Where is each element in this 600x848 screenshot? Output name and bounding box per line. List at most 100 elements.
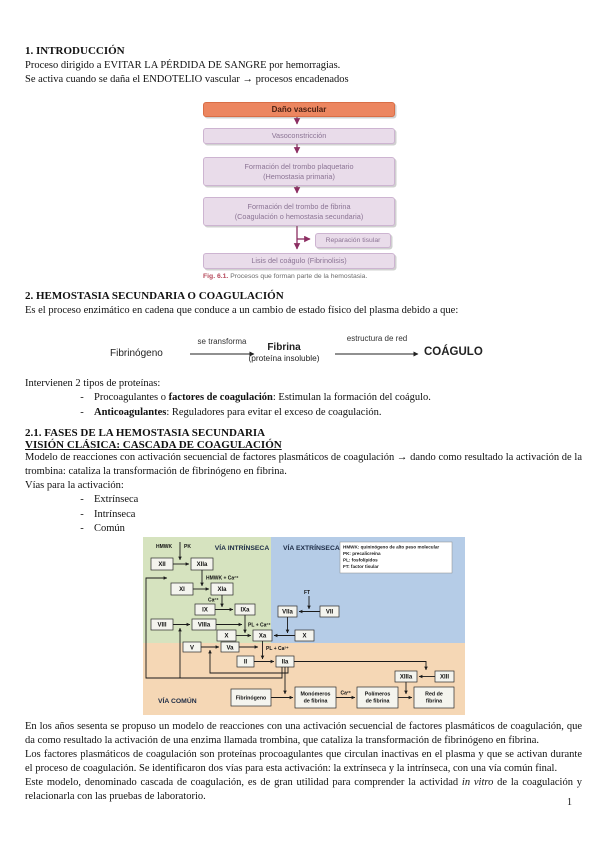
legend-line: PK: precalicreína (343, 551, 381, 556)
svg-text:VIIa: VIIa (282, 610, 293, 616)
sec21-heading: 2.1. FASES DE LA HEMOSTASIA SECUNDARIA (25, 427, 266, 439)
proteins-item-1: Procoagulantes o factores de coagulación… (94, 392, 431, 403)
page-number: 1 (567, 797, 572, 808)
factor-box-ii: II (236, 655, 255, 668)
flow-box-vasoconstriccion: Vasoconstricción (203, 128, 395, 144)
transform-mid: Fibrina (267, 342, 301, 353)
list-item: - Intrínseca (25, 508, 582, 523)
svg-text:IX: IX (202, 608, 208, 614)
intro-line-2: Se activa cuando se daña el ENDOTELIO va… (25, 74, 349, 85)
flowchart-arrow-lines (293, 116, 311, 250)
list-item: - Común (25, 522, 582, 537)
svg-text:fibrina: fibrina (426, 699, 442, 705)
section-hemostasia-secundaria: 2. HEMOSTASIA SECUNDARIA O COAGULACIÓN E… (25, 290, 582, 318)
svg-text:IIa: IIa (282, 660, 289, 666)
bullet-dash: - (80, 508, 84, 520)
svg-text:VIII: VIII (157, 623, 166, 629)
factor-box-x-extrinsic: X (294, 629, 315, 642)
transform-end: COÁGULO (424, 346, 483, 358)
proteins-item-2: Anticoagulantes: Reguladores para evitar… (94, 406, 382, 418)
outro-paragraph-3: Este modelo, denominado cascada de coagu… (25, 777, 583, 802)
section-intro: 1. INTRODUCCIÓN Proceso dirigido a EVITA… (25, 45, 582, 87)
factor-box-va: Va (220, 641, 240, 653)
factor-box-viiia: VIIIa (191, 618, 217, 631)
legend-line: PL: fosfolípidos (343, 558, 378, 563)
flow-box-label: Formación del trombo plaquetario (244, 162, 354, 171)
flow-box-label: (Hemostasia primaria) (263, 171, 335, 181)
svg-text:XI: XI (179, 587, 185, 593)
sec21-body: Modelo de reacciones con activación secu… (25, 452, 582, 477)
factor-box-xiia: XIIa (190, 557, 214, 571)
svg-text:Xa: Xa (259, 634, 267, 640)
factor-box-ixa: IXa (234, 603, 256, 616)
factor-box-xiiia: XIIIa (394, 670, 418, 683)
factor-box-x-intrinsic: X (216, 629, 237, 642)
svg-text:XIa: XIa (217, 587, 227, 593)
svg-text:XII: XII (158, 562, 166, 568)
flow-box-dano-vascular: Daño vascular (203, 102, 395, 117)
section-fases: 2.1. FASES DE LA HEMOSTASIA SECUNDARIA V… (25, 427, 582, 537)
legend-line: FT: factor tisular (343, 564, 379, 569)
pk-label: PK (184, 544, 191, 550)
flow-box-label: Lisis del coágulo (Fibrinolisis) (251, 256, 347, 266)
fig-6-1-flowchart: Daño vascular Vasoconstricción Formación… (203, 100, 395, 290)
factor-box-xia: XIa (210, 582, 234, 596)
sec2-heading: 2. HEMOSTASIA SECUNDARIA O COAGULACIÓN (25, 290, 284, 302)
factor-box-viii: VIII (150, 618, 174, 631)
flow-box-trombo-plaquetario: Formación del trombo plaquetario (Hemost… (203, 157, 395, 186)
cascade-arrows (145, 542, 435, 700)
flow-box-trombo-fibrina: Formación del trombo de fibrina (Coagula… (203, 197, 395, 226)
sec21-subheading: VISIÓN CLÁSICA: CASCADA DE COAGULACIÓN (25, 439, 282, 451)
svg-text:Polímeros: Polímeros (365, 692, 391, 698)
proteins-intro: Intervienen 2 tipos de proteínas: (25, 378, 161, 389)
via-comun: Común (94, 523, 125, 535)
via-extrinseca: Extrínseca (94, 494, 139, 505)
flow-box-lisis-coagulo: Lisis del coágulo (Fibrinolisis) (203, 253, 395, 269)
svg-text:V: V (190, 645, 194, 651)
fig-caption-text: Procesos que forman parte de la hemostas… (228, 273, 368, 280)
factor-box-viia: VIIa (277, 605, 298, 618)
factor-box-xa: Xa (252, 629, 273, 642)
list-item: - Extrínseca (25, 493, 582, 508)
flowchart-arrows (293, 116, 311, 250)
bullet-dash: - (80, 392, 84, 403)
bullet-dash: - (80, 406, 84, 418)
cascade-legend: HMWK: quininógeno de alto peso molecular… (339, 541, 453, 574)
coagulation-cascade-diagram: VÍA INTRÍNSECA VÍA EXTRÍNSECA VÍA COMÚN … (143, 537, 465, 715)
cascade-svg: VÍA INTRÍNSECA VÍA EXTRÍNSECA VÍA COMÚN … (143, 537, 465, 715)
list-item: - Anticoagulantes: Reguladores para evit… (25, 406, 582, 421)
svg-text:VIIIa: VIIIa (198, 623, 211, 629)
pl-ca-label: PL + Ca²⁺ (266, 646, 289, 652)
list-item: - Procoagulantes o factores de coagulaci… (25, 391, 582, 406)
svg-text:Va: Va (226, 645, 234, 651)
svg-text:XIIIa: XIIIa (400, 675, 413, 681)
ca-label: Ca²⁺ (208, 598, 219, 604)
flow-box-label: Daño vascular (271, 105, 327, 114)
svg-text:VII: VII (326, 610, 334, 616)
svg-text:X: X (302, 634, 306, 640)
factor-box-ix: IX (194, 603, 216, 616)
outro-paragraph-2: Los factores plasmáticos de coagulación … (25, 749, 582, 774)
intro-line-1: Proceso dirigido a EVITAR LA PÉRDIDA DE … (25, 60, 341, 71)
svg-text:de fibrina: de fibrina (366, 699, 390, 705)
transform-arrow2-label: estructura de red (346, 334, 408, 343)
flow-box-label: Vasoconstricción (271, 131, 327, 141)
outro-paragraph-1: En los años sesenta se propuso un modelo… (25, 721, 582, 746)
ca-label: Ca²⁺ (341, 691, 352, 697)
svg-text:Monómeros: Monómeros (300, 692, 330, 698)
flow-box-label: (Coagulación o hemostasia secundaria) (234, 211, 364, 221)
vias-label: Vías para la activación: (25, 480, 124, 491)
svg-text:de fibrina: de fibrina (304, 699, 328, 705)
hmwk-label: HMWK (156, 544, 172, 550)
common-pathway-title: VÍA COMÚN (158, 696, 197, 705)
svg-text:X: X (224, 634, 228, 640)
transform-arrow1-label: se transforma (197, 337, 247, 346)
pl-ca-label: PL + Ca²⁺ (248, 623, 271, 629)
flow-box-label: Reparación tisular (325, 236, 381, 244)
bullet-dash: - (80, 523, 84, 535)
svg-text:II: II (244, 660, 248, 666)
intrinsic-pathway-title: VÍA INTRÍNSECA (215, 543, 270, 552)
factor-box-xi: XI (170, 582, 194, 596)
